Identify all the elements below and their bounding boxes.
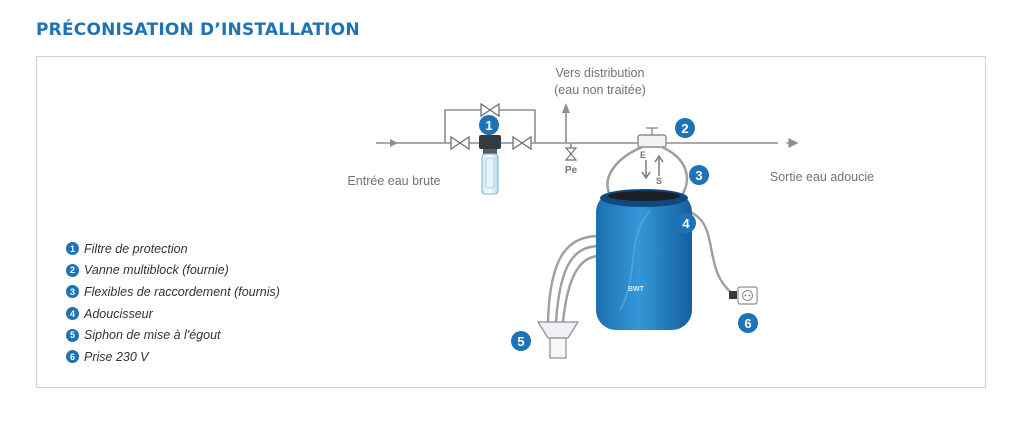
power-cable [689,210,737,297]
legend-text: Vanne multiblock (fournie) [84,263,229,278]
marker-5: 5 [511,331,531,351]
legend-list: 1 Filtre de protection 2 Vanne multiblock … [66,238,280,368]
svg-text:4: 4 [682,216,690,231]
legend-number: 4 [66,307,79,321]
marker-4: 4 [676,213,696,233]
legend-item: 6 Prise 230 V [66,346,280,368]
multiblock-valve [637,127,667,148]
legend-item: 4 Adoucisseur [66,303,280,325]
drain-hoses [546,234,601,323]
legend-number: 3 [66,285,79,299]
brand-logo: BWT [628,286,645,293]
drain-siphon [536,321,580,359]
svg-text:2: 2 [681,121,688,136]
legend-item: 3 Flexibles de raccordement (fournis) [66,281,280,303]
pressure-valve-icon [564,147,578,161]
legend-item: 2 Vanne multiblock (fournie) [66,260,280,282]
marker-1: 1 [479,115,499,135]
distribution-label-line1: Vers distribution [556,66,645,80]
legend-text: Flexibles de raccordement (fournis) [84,284,280,299]
legend-number: 5 [66,328,79,342]
svg-text:3: 3 [695,168,702,183]
e-arrow-icon [641,160,651,180]
inlet-label: Entrée eau brute [347,174,440,188]
marker-2: 2 [675,118,695,138]
legend-text: Filtre de protection [84,241,188,256]
water-softener: BWT [596,189,692,330]
legend-text: Siphon de mise à l'égout [84,328,221,343]
page-title: PRÉCONISATION D’INSTALLATION [36,20,360,40]
legend-text: Prise 230 V [84,349,149,364]
svg-text:6: 6 [744,316,751,331]
marker-6: 6 [738,313,758,333]
protection-filter [479,135,501,195]
legend-number: 1 [66,242,79,256]
up-arrow-icon [562,103,570,113]
inlet-arrow-icon [390,139,398,147]
pe-label: Pe [565,165,578,176]
legend-text: Adoucisseur [84,306,153,321]
outlet-arrow-icon [786,138,799,148]
svg-text:1: 1 [485,118,492,133]
legend-item: 5 Siphon de mise à l'égout [66,324,280,346]
legend-number: 6 [66,350,79,364]
diagram-frame [36,56,986,388]
outlet-label: Sortie eau adoucie [770,170,874,184]
s-arrow-icon [654,154,664,176]
marker-3: 3 [689,165,709,185]
distribution-label-line2: (eau non traitée) [554,83,646,97]
e-label: E [640,150,646,160]
power-socket [729,286,758,305]
svg-text:5: 5 [517,334,524,349]
legend-item: 1 Filtre de protection [66,238,280,260]
valve-icon [450,102,532,151]
s-label: S [656,176,662,186]
legend-number: 2 [66,263,79,277]
